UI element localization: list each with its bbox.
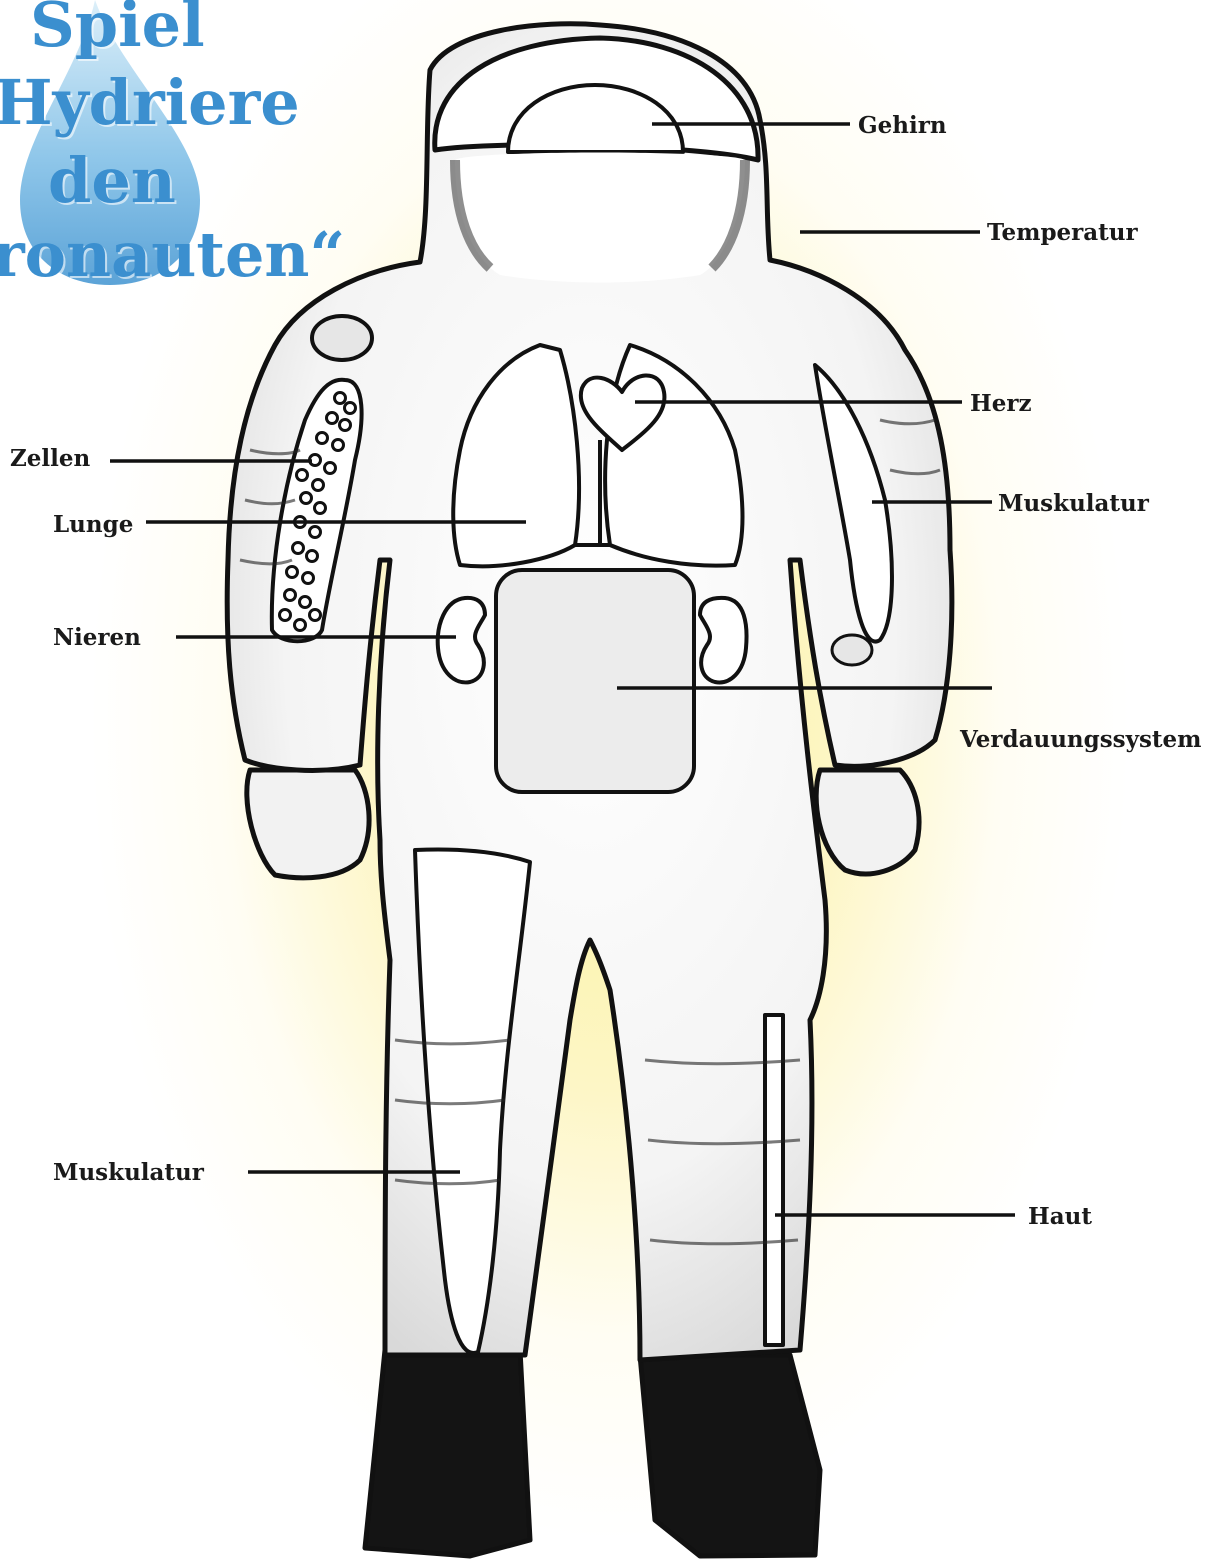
left-boot — [365, 1350, 530, 1556]
title-line-2: Hydriere — [0, 72, 300, 134]
visor — [455, 153, 745, 283]
label-zellen: Zellen — [10, 447, 90, 470]
title-line-1: Spiel — [30, 0, 205, 56]
label-herz: Herz — [970, 392, 1032, 415]
digestive-organ — [496, 570, 694, 792]
left-shoulder-patch — [312, 316, 372, 360]
label-temperatur: Temperatur — [987, 221, 1138, 244]
right-boot — [640, 1355, 820, 1556]
right-shoulder-patch — [832, 635, 872, 665]
label-muskulatur-bein: Muskulatur — [53, 1161, 204, 1184]
label-nieren: Nieren — [53, 626, 141, 649]
label-verdauungssystem: Verdauungssystem — [960, 728, 1202, 751]
right-glove — [816, 770, 919, 874]
label-muskulatur-arm: Muskulatur — [998, 492, 1149, 515]
title-line-3: den — [48, 150, 176, 212]
title-line-4: ronauten“ — [0, 224, 345, 286]
label-lunge: Lunge — [53, 513, 133, 536]
skin-strip — [765, 1015, 783, 1345]
label-gehirn: Gehirn — [858, 114, 947, 137]
left-glove — [247, 770, 369, 878]
label-haut: Haut — [1028, 1205, 1092, 1228]
